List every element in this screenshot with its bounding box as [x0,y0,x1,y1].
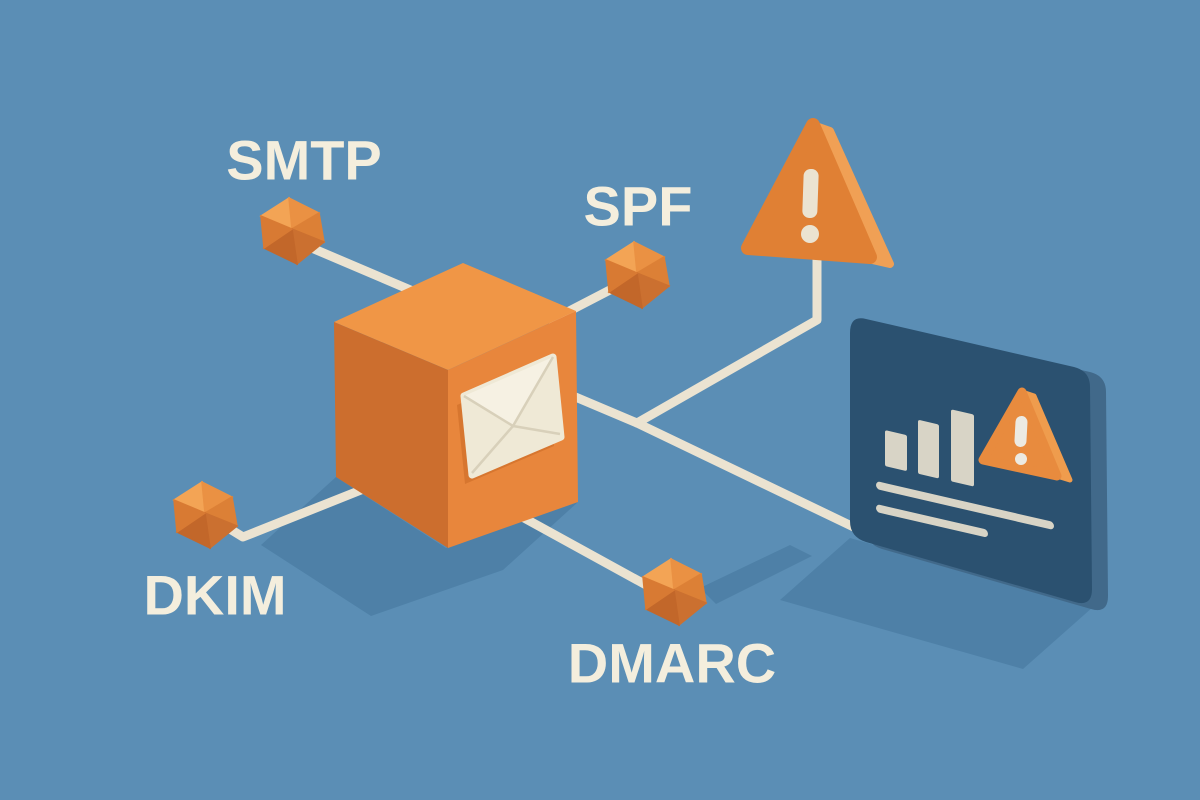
mail-server-cube [334,263,578,548]
panel-exclamation-bar [1014,416,1028,447]
protocol-node-dmarc [641,557,708,627]
node-facet [605,258,639,294]
envelope-icon [457,353,565,484]
panel-exclamation-dot [1015,453,1027,465]
panel-shadow [780,538,1093,669]
envelope-crease [463,356,561,474]
report-panel [850,318,1108,611]
bar-3 [951,409,974,487]
exclamation-dot [801,225,819,243]
protocol-node-smtp [259,196,326,266]
text-line-1 [876,481,1054,530]
label-smtp: SMTP [226,128,382,192]
line-triangle-to-junction [632,243,822,428]
node-facet [173,498,207,534]
bar-chart-icon [885,409,974,487]
panel-warning-triangle-icon [978,387,1073,483]
node-facet [260,214,294,250]
exclamation-bar [802,169,819,219]
text-lines [876,481,1054,538]
bar-2 [918,420,939,479]
label-dmarc: DMARC [567,631,777,695]
cube-shadow [261,477,578,616]
warning-triangle-icon [741,118,894,268]
label-spf: SPF [583,174,693,238]
text-line-2 [876,504,988,538]
node-facet [642,575,676,611]
cube-top-face [334,263,576,370]
label-dkim: DKIM [143,563,287,627]
protocol-node-spf [604,240,671,310]
line-cube-to-panel [561,388,869,537]
report-panel-content [876,409,1054,538]
protocol-node-dkim [172,480,239,550]
ground-shadows [261,477,1093,669]
protocol-nodes [172,196,708,627]
dmarc-node-shadow [700,545,812,604]
cube-left-face [334,322,448,548]
bar-1 [885,430,907,471]
